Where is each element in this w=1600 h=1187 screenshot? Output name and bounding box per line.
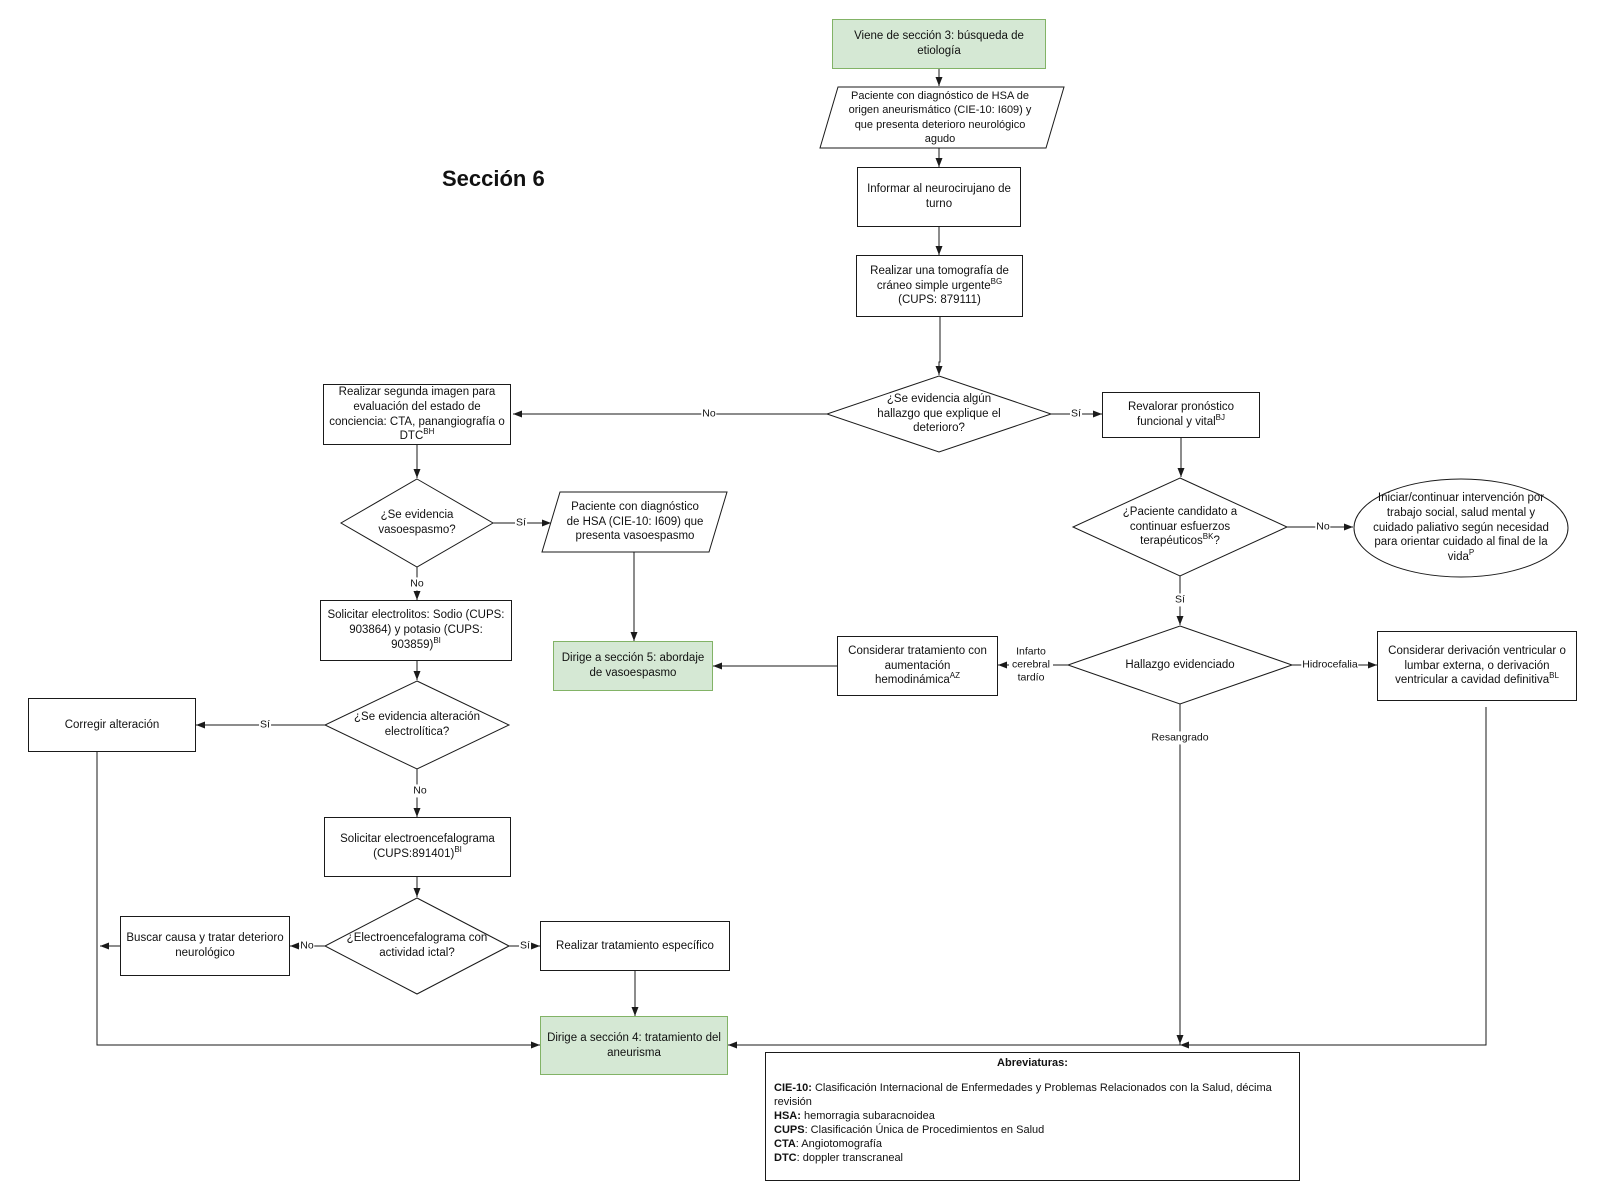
node-text: Hallazgo evidenciado [1125,658,1235,671]
decision-actividad-ictal: ¿Electroencefalograma con actividad icta… [342,926,492,966]
decision-hallazgo-deterioro: ¿Se evidencia algún hallazgo que expliqu… [868,390,1010,438]
reference-superscript: BI [454,845,462,854]
abbreviation-definition: : Clasificación Única de Procedimientos … [804,1124,1045,1137]
decision-hallazgo-evidenciado: Hallazgo evidenciado [1110,655,1250,675]
node-text: ¿Se evidencia alteración electrolítica? [354,711,480,738]
node-text: Realizar una tomografía de cráneo simple… [870,264,1009,292]
decision-alteracion-electrolitica: ¿Se evidencia alteración electrolítica? [346,705,488,745]
abbreviation-term: HSA: [774,1110,801,1123]
edge-label-d1-si: Sí [1070,407,1082,421]
edge-label-d6-si: Sí [519,939,531,953]
node-text: Revalorar pronóstico funcional y vital [1127,401,1235,428]
edge-label-d3-no: No [1315,520,1331,534]
abbreviation-term: DTC [774,1152,797,1165]
abbreviations-heading: Abreviaturas: [997,1057,1068,1069]
node-text: Informar al neurocirujano de turno [867,183,1011,210]
node-buscar-causa: Buscar causa y tratar deterioro neurológ… [120,916,290,976]
abbreviation-term: CIE-10: [774,1082,812,1095]
node-text: Realizar segunda imagen para evaluación … [329,385,505,443]
reference-superscript: AZ [949,671,961,681]
node-text: Solicitar electroencefalograma (CUPS:891… [340,833,495,860]
edge-label-d4-resangrado: Resangrado [1150,731,1210,745]
node-patient-vasoespasmo: Paciente con diagnóstico de HSA (CIE-10:… [562,492,708,552]
page-title: Sección 6 [442,166,545,191]
abbreviation-item: HSA: hemorragia subaracnoidea [774,1109,1291,1123]
edge-label-d6-no: No [299,939,315,953]
parallelogram-shape-n2 [819,86,1065,149]
reference-superscript: BI [433,635,441,645]
edge-label-d5-si: Sí [259,718,271,732]
node-text-cups: (CUPS: 879111) [898,294,981,307]
node-text: Corregir alteración [64,718,160,731]
diamond-shape-d1 [825,375,1053,453]
node-text: Solicitar electrolitos: Sodio (CUPS: 903… [327,609,505,651]
edge-n4-d1 [935,317,943,375]
edge-label-d1-no: No [701,407,717,421]
reference-superscript: P [1468,548,1475,558]
abbreviation-item: DTC: doppler transcraneal [774,1151,1291,1165]
node-electroencefalograma: Solicitar electroencefalograma (CUPS:891… [324,817,511,877]
edge-label-d2-no: No [409,577,425,591]
node-cuidado-paliativo: Iniciar/continuar intervención por traba… [1362,490,1560,566]
node-derivacion-ventricular: Considerar derivación ventricular o lumb… [1377,631,1577,701]
edge-label-d5-no: No [412,784,428,798]
edge-d4-n17 [728,704,1181,1049]
node-text: Buscar causa y tratar deterioro neurológ… [126,932,284,959]
node-text: Viene de sección 3: búsqueda de etiologí… [854,30,1024,57]
abbreviation-item: CTA: Angiotomografía [774,1137,1291,1151]
reference-superscript: BL [1549,671,1559,681]
node-text: Realizar tratamiento específico [556,939,714,952]
edge-label-d3-si: Sí [1174,593,1186,607]
reference-superscript: BK [1202,532,1214,542]
abbreviation-definition: hemorragia subaracnoidea [803,1110,935,1123]
edge-label-d4-hidrocefalia: Hidrocefalia [1301,658,1359,672]
node-text: Dirige a sección 5: abordaje de vasoespa… [561,652,705,679]
node-informar-neurocirujano: Informar al neurocirujano de turno [857,167,1021,227]
node-text-end: ? [1213,535,1220,548]
reference-superscript: BJ [1215,413,1225,422]
diamond-shape-d6 [323,897,511,995]
edge-label-d2-si: Sí [515,516,527,530]
abbreviations-box: Abreviaturas: CIE-10: Clasificación Inte… [765,1052,1300,1181]
node-to-section-5: Dirige a sección 5: abordaje de vasoespa… [553,641,713,691]
decision-vasoespasmo: ¿Se evidencia vasoespasmo? [372,503,462,543]
node-corregir-alteracion: Corregir alteración [28,698,196,752]
node-tomografia-craneo: Realizar una tomografía de cráneo simple… [856,255,1023,317]
node-text: Dirige a sección 4: tratamiento del aneu… [547,1031,721,1059]
node-tratamiento-especifico: Realizar tratamiento específico [540,921,730,971]
node-text: ¿Se evidencia vasoespasmo? [378,509,456,536]
node-text: Considerar derivación ventricular o lumb… [1388,644,1566,687]
node-patient-hsa-deterioro: Paciente con diagnóstico de HSA de orige… [840,87,1040,148]
parallelogram-shape-n7 [541,491,728,553]
abbreviation-term: CTA [774,1138,796,1151]
reference-superscript: BH [423,427,435,437]
node-text: Considerar tratamiento con aumentación h… [848,644,987,687]
node-from-section-3: Viene de sección 3: búsqueda de etiologí… [832,19,1046,69]
decision-candidato-esfuerzos: ¿Paciente candidato a continuar esfuerzo… [1097,505,1263,548]
node-text: ¿Se evidencia algún hallazgo que expliqu… [877,392,1001,435]
abbreviation-definition: Clasificación Internacional de Enfermeda… [774,1082,1272,1109]
node-text: Paciente con diagnóstico de HSA de orige… [848,89,1032,145]
abbreviation-item: CIE-10: Clasificación Internacional de E… [774,1081,1291,1109]
node-to-section-4: Dirige a sección 4: tratamiento del aneu… [540,1016,728,1075]
node-text: ¿Electroencefalograma con actividad icta… [346,932,488,959]
node-text: ¿Paciente candidato a continuar esfuerzo… [1122,505,1238,548]
edge-label-d4-infarto: Infarto cerebral tardío [1009,645,1053,685]
node-text: Iniciar/continuar intervención por traba… [1373,491,1549,564]
ellipse-shape-n8 [1353,478,1569,578]
abbreviation-item: CUPS: Clasificación Única de Procedimien… [774,1123,1291,1137]
abbreviation-definition: : doppler transcraneal [796,1152,904,1165]
node-aumentacion-hemodinamica: Considerar tratamiento con aumentación h… [837,636,998,696]
edge-n13-n17 [96,752,540,1049]
node-solicitar-electrolitos: Solicitar electrolitos: Sodio (CUPS: 903… [320,600,512,661]
node-revalorar-pronostico: Revalorar pronóstico funcional y vitalBJ [1102,392,1260,438]
abbreviation-definition: : Angiotomografía [795,1138,883,1151]
abbreviation-term: CUPS [774,1124,805,1137]
node-segunda-imagen: Realizar segunda imagen para evaluación … [323,384,511,445]
reference-superscript: BG [990,276,1003,286]
edge-n12-n17 [1180,707,1487,1049]
node-text: Paciente con diagnóstico de HSA (CIE-10:… [566,500,704,543]
